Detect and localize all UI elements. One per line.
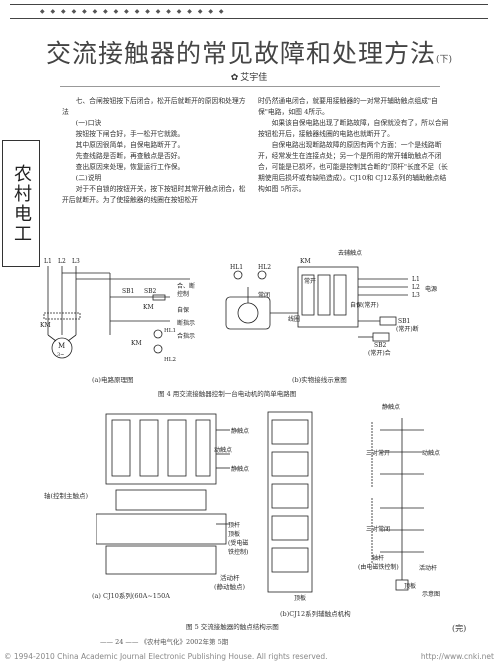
fig4a-hl2: HL2 xyxy=(164,357,176,363)
fig4-caption: 图 4 用交流接触器控制一台电动机的简单电路图 xyxy=(158,390,297,398)
fig5b-three-nc: 三对常闭 xyxy=(366,525,390,533)
fig4b-l2: L2 xyxy=(412,284,420,291)
fig4b-coil: 线圈 xyxy=(288,315,300,323)
left-verse-2: 其中原因很简单，自保电路断开了。 xyxy=(75,141,185,149)
fig4a-sb1: SB1 xyxy=(122,288,134,295)
fig4b-aux-label: 去辅触点 xyxy=(338,249,362,257)
fig4a-motor: M xyxy=(58,342,65,350)
fig5b-lever: 活动杆 xyxy=(220,574,240,582)
fig4a-line-l2: L2 xyxy=(58,258,66,265)
author-name: 艾宇佳 xyxy=(240,73,268,83)
left-verse-3: 先查线路是否断，再查触点是否好。 xyxy=(75,152,185,160)
fig4a-line-l1: L1 xyxy=(44,258,52,265)
left-heading-1: (一)口诀 xyxy=(75,119,102,127)
end-mark: (完) xyxy=(452,624,467,633)
fig5a-pushrod: 顶杆 xyxy=(228,521,240,529)
fig5a-static1: 静触点 xyxy=(231,427,249,435)
diamond-icon: ✿ xyxy=(230,73,239,83)
copyright-footer: © 1994-2010 China Academic Journal Elect… xyxy=(4,652,494,661)
page-number-bar: —— 24 —— 《农村电气化》2002年第 5期 xyxy=(100,638,229,646)
fig4b-sb2: SB2 xyxy=(374,342,387,349)
site-link[interactable]: http://www.cnki.net xyxy=(420,652,494,661)
fig4a-sb2: SB2 xyxy=(144,288,157,295)
fig4b-hl1: HL1 xyxy=(230,264,243,271)
fig5b-plate: 顶板 xyxy=(404,582,416,590)
fig5a-moving: 动触点 xyxy=(214,446,232,454)
fig5b-lever-sub: (静动触点) xyxy=(214,583,246,591)
fig5a-plate-sub: (受电磁 xyxy=(228,539,248,547)
fig5a-static2: 静触点 xyxy=(231,465,249,473)
fig4a-hl1: HL1 xyxy=(164,328,176,334)
fig5b-moving: 动触点 xyxy=(422,449,440,457)
fig4b-sb1: SB1 xyxy=(398,318,410,325)
fig5a-plate: 顶板 xyxy=(228,530,240,538)
fig5b-caption: (b)CJ12系列辅触点机构 xyxy=(280,610,351,618)
fig4a-km-label: KM xyxy=(40,322,51,329)
fig4b-caption: (b)实物接线示意图 xyxy=(292,376,347,384)
fig5b-schematic: 示意图 xyxy=(422,590,440,598)
right-column: 时仍然通电闭合，就要用接触器的一对常开辅助触点组成"自保"电路，如图 4所示。 … xyxy=(258,96,450,195)
fig4a-role-control: 控制 xyxy=(177,290,189,298)
figure4b-wiring: 去辅触点 KM HL1 HL2 L1 L2 L3 电源 常闭 常开 线圈 自保(… xyxy=(225,249,437,357)
fig4a-role-onoff: 合、断 xyxy=(177,282,195,290)
fig5b-static: 静触点 xyxy=(382,403,400,411)
fig4b-power: 电源 xyxy=(425,285,437,293)
left-paragraph-2: 对于不自锁的按钮开关，按下按钮时其常开触点闭合，松开后就断开。为了使接触器的线圈… xyxy=(62,185,246,204)
fig5b-shaft: 轴杆 xyxy=(372,554,384,562)
author-line: ✿艾宇佳 xyxy=(0,70,498,83)
right-paragraph-2: 如果该自保电路出现了断路故障，自保就没有了，所以合闸按钮松开后，接触器线圈的电路… xyxy=(258,119,449,138)
fig4b-sb2-sub: (常开)合 xyxy=(368,349,391,357)
fig5b-lever2: 活动杆 xyxy=(419,564,437,572)
fig4b-sb1-sub: (常开)断 xyxy=(396,325,419,333)
fig4b-no: 常开 xyxy=(304,277,316,285)
fig4a-line-l3: L3 xyxy=(72,258,80,265)
fig5a-shaft: 轴(控制主触点) xyxy=(44,492,89,500)
fig5b-three-no: 三对常开 xyxy=(366,449,390,457)
fig5a-caption: (a) CJ10系列(60A~150A xyxy=(92,592,170,600)
figure5b-drawing: 静触点 三对常开 动触点 三对常闭 轴杆 (由电磁铁控制) 活动杆 顶板 示意图… xyxy=(267,403,440,602)
figure4a-schematic: L1 L2 L3 KM M 3~ SB1 SB2 KM HL1 HL2 KM 合… xyxy=(40,258,195,363)
fig4b-nc: 常闭 xyxy=(258,291,270,299)
fig4a-role-self: 自保 xyxy=(177,306,189,314)
fig5b-plate-left: 顶板 xyxy=(294,594,306,602)
article-title: 交流接触器的常见故障和处理方法(下) xyxy=(0,34,498,70)
fig4a-km-hl: KM xyxy=(131,340,142,347)
fig4a-role-off-ind: 断指示 xyxy=(177,319,195,327)
header-rule-bottom xyxy=(10,18,488,19)
copyright-text: © 1994-2010 China Academic Journal Elect… xyxy=(4,652,328,661)
section-label-box: 农村电工 xyxy=(2,140,40,267)
left-paragraph-1: 七、合闸按钮按下后闭合，松开后就断开的原因和处理方法 xyxy=(62,97,246,116)
fig4a-role-on-ind: 合指示 xyxy=(177,332,195,340)
title-main: 交流接触器的常见故障和处理方法 xyxy=(45,39,436,68)
title-divider xyxy=(60,86,440,87)
fig4a-motor-sub: 3~ xyxy=(57,352,64,358)
header-ornament: ◆ ◆ ◆ ◆ ◆ ◆ ◆ ◆ ◆ ◆ ◆ ◆ ◆ ◆ ◆ ◆ ◆ ◆ xyxy=(40,8,226,15)
title-sub: (下) xyxy=(435,55,453,65)
fig4b-km: KM xyxy=(300,258,311,265)
left-column: 七、合闸按钮按下后闭合，松开后就断开的原因和处理方法 (一)口诀 按钮按下闸合好… xyxy=(62,96,252,206)
fig4b-hl2: HL2 xyxy=(258,264,271,271)
fig4a-caption: (a)电路原理图 xyxy=(92,376,134,384)
figure5a-drawing: 静触点 动触点 静触点 顶杆 顶板 (受电磁 铁控制) xyxy=(96,413,249,575)
fig4b-self: 自保(常开) xyxy=(350,301,379,309)
fig5a-plate-sub2: 铁控制) xyxy=(228,548,248,556)
left-verse-4: 查出原因来处理，恢复运行工作保。 xyxy=(75,163,185,171)
fig5b-shaft-sub: (由电磁铁控制) xyxy=(358,563,399,571)
right-paragraph-3: 自保电路出现断路故障的原因有两个方面：一个是线路断开，经常发生在连接点处；另一个… xyxy=(258,141,448,193)
fig4b-l1: L1 xyxy=(412,276,420,283)
left-heading-2: (二)说明 xyxy=(75,174,102,182)
fig5-caption: 图 5 交流接触器的触点结构示图 xyxy=(186,623,279,631)
left-verse-1: 按钮按下闸合好，手一松开它就跳。 xyxy=(75,130,185,138)
fig4b-l3: L3 xyxy=(412,292,420,299)
fig4a-km-aux: KM xyxy=(143,304,154,311)
header-rule-top xyxy=(10,4,488,5)
right-paragraph-1: 时仍然通电闭合，就要用接触器的一对常开辅助触点组成"自保"电路，如图 4所示。 xyxy=(258,97,438,116)
